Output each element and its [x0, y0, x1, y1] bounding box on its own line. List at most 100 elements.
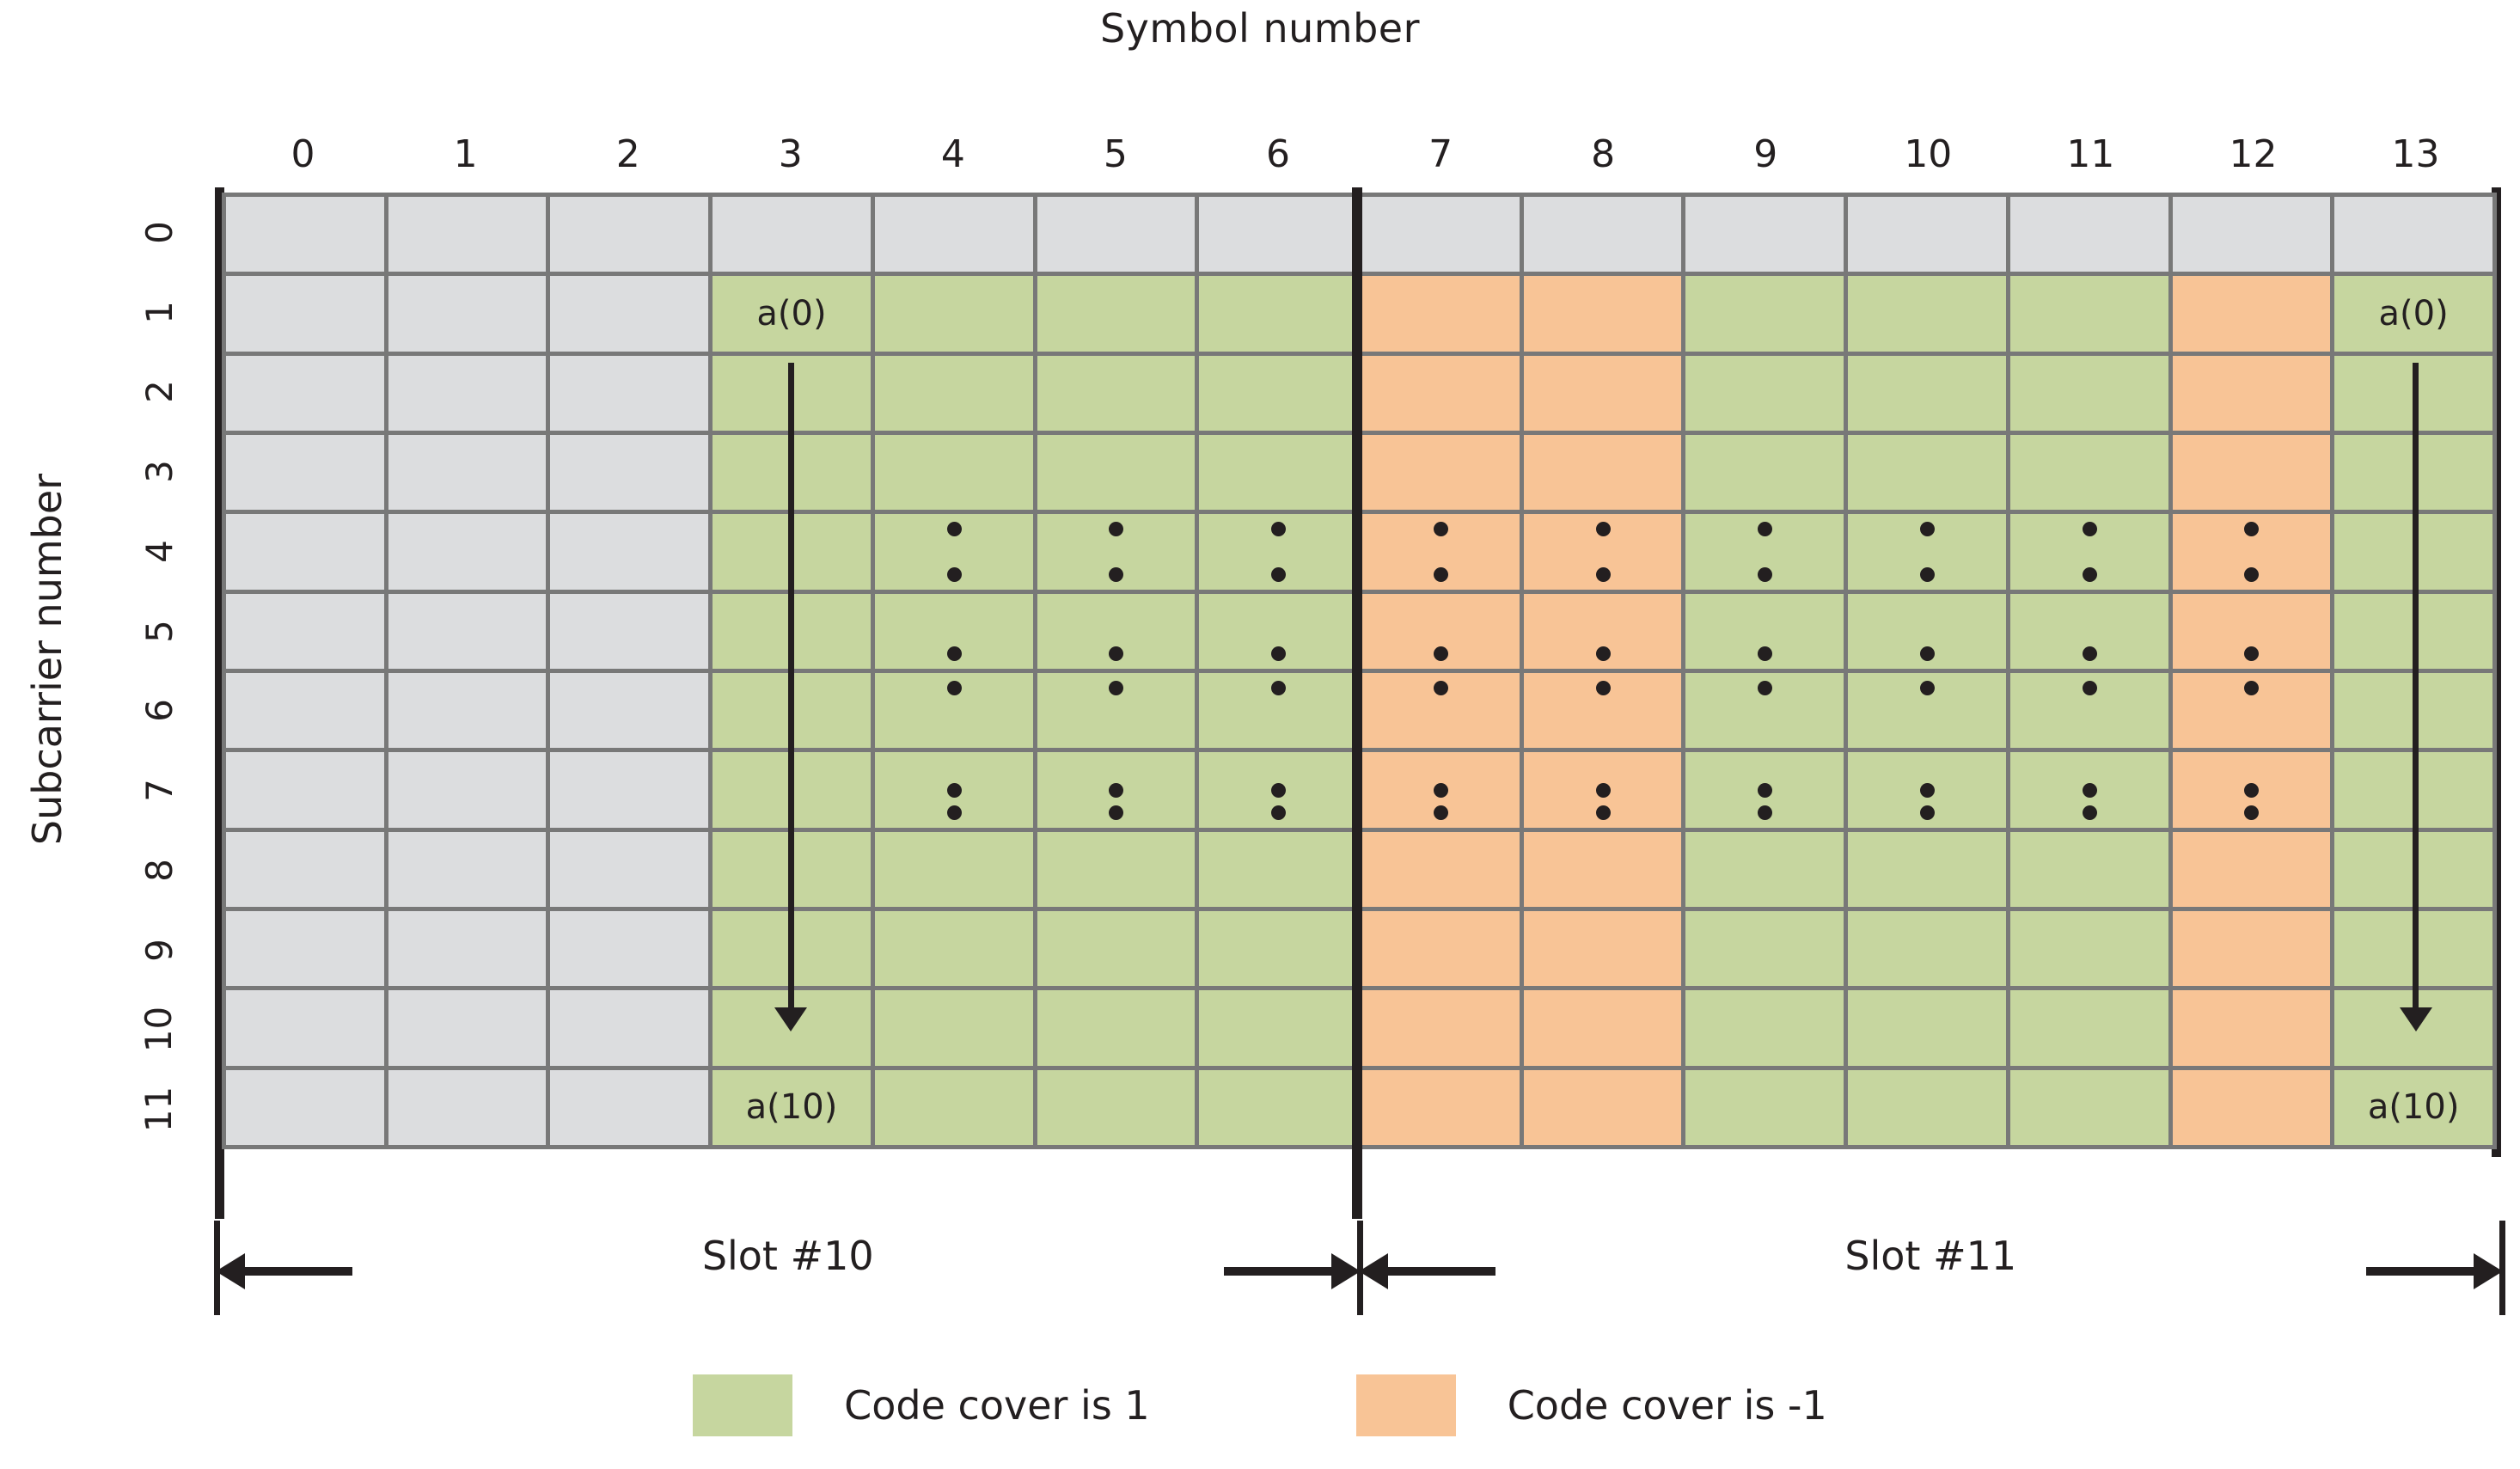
grid-cell-s2-k2 [550, 355, 709, 431]
grid-cell-s5-k3 [1037, 435, 1196, 511]
ellipsis-dot-icon [2082, 646, 2097, 661]
grid-cell-s12-k10 [2172, 990, 2331, 1066]
grid-cell-s6-k3 [1199, 435, 1357, 511]
grid-cell-s9-k10 [1685, 990, 1844, 1066]
grid-cell-s12-k0 [2172, 197, 2331, 272]
row-header-label: 3 [138, 460, 180, 483]
grid-cell-s0-k3 [226, 435, 384, 511]
grid-cell-s12-k5 [2172, 593, 2331, 669]
column-header-10: 10 [1904, 132, 1953, 176]
grid-cell-s9-k3 [1685, 435, 1844, 511]
row-header-label: 11 [138, 1086, 180, 1133]
grid-cell-s10-k2 [1848, 355, 2006, 431]
left-axis-bar [215, 187, 224, 1219]
slot-10-left-arrowhead-icon [216, 1253, 245, 1289]
row-header-10: 10 [112, 990, 206, 1070]
grid-cell-s1-k11 [388, 1069, 547, 1145]
grid-cell-s5-k7 [1037, 752, 1196, 828]
grid-cell-s1-k4 [388, 514, 547, 590]
grid-cell-s13-k1: a(0) [2334, 276, 2492, 352]
row-header-3: 3 [112, 432, 206, 511]
ellipsis-dot-icon [1919, 681, 1935, 695]
grid-cell-s12-k4 [2172, 514, 2331, 590]
ellipsis-dot-icon [1595, 566, 1611, 582]
grid-cell-s9-k5 [1685, 593, 1844, 669]
grid-cell-s0-k4 [226, 514, 384, 590]
ellipsis-dot-icon [1595, 782, 1611, 798]
slot-10-label: Slot #10 [701, 1233, 874, 1279]
grid-cell-s6-k5 [1199, 593, 1357, 669]
grid-cell-s8-k1 [1523, 276, 1682, 352]
ellipsis-dot-icon [2082, 782, 2097, 798]
ellipsis-dot-icon [946, 782, 962, 798]
ellipsis-dot-icon [1271, 522, 1287, 537]
grid-cell-s9-k0 [1685, 197, 1844, 272]
slot-11-right-rail [2366, 1267, 2495, 1276]
sequence-label-a0: a(0) [756, 293, 827, 334]
grid-cell-s10-k9 [1848, 911, 2006, 987]
row-header-0: 0 [112, 193, 206, 272]
grid-cell-s3-k1: a(0) [713, 276, 871, 352]
row-header-2: 2 [112, 352, 206, 432]
grid-cell-s0-k7 [226, 752, 384, 828]
grid-cell-s12-k1 [2172, 276, 2331, 352]
grid-cell-s2-k7 [550, 752, 709, 828]
ellipsis-dot-icon [1109, 681, 1124, 695]
row-header-label: 1 [138, 300, 180, 324]
grid-cell-s2-k10 [550, 990, 709, 1066]
ellipsis-dot-icon [1758, 782, 1773, 798]
row-header-4: 4 [112, 511, 206, 591]
grid-cell-s1-k1 [388, 276, 547, 352]
legend-label-code-cover-positive: Code cover is 1 [844, 1382, 1150, 1429]
grid-cell-s4-k4 [874, 514, 1033, 590]
ellipsis-dot-icon [1919, 782, 1935, 798]
sequence-label-a10: a(10) [745, 1087, 838, 1128]
grid-cell-s0-k9 [226, 911, 384, 987]
grid-cell-s0-k1 [226, 276, 384, 352]
ellipsis-dot-icon [1109, 646, 1124, 661]
grid-cell-s11-k1 [2009, 276, 2168, 352]
slot-divider-line [1352, 187, 1362, 1219]
ellipsis-dot-icon [1758, 805, 1773, 820]
grid-cell-s1-k6 [388, 673, 547, 749]
grid-cell-s5-k8 [1037, 831, 1196, 907]
grid-cell-s1-k3 [388, 435, 547, 511]
ellipsis-dot-icon [1271, 805, 1287, 820]
ellipsis-dot-icon [1271, 646, 1287, 661]
grid-cell-s8-k6 [1523, 673, 1682, 749]
grid-cell-s9-k4 [1685, 514, 1844, 590]
grid-cell-s10-k4 [1848, 514, 2006, 590]
grid-cell-s11-k6 [2009, 673, 2168, 749]
grid-cell-s4-k8 [874, 831, 1033, 907]
ellipsis-dot-icon [2244, 805, 2260, 820]
grid-cell-s11-k0 [2009, 197, 2168, 272]
grid-cell-s4-k9 [874, 911, 1033, 987]
column-header-11: 11 [2066, 132, 2115, 176]
column-header-0: 0 [291, 132, 315, 176]
grid-cell-s10-k0 [1848, 197, 2006, 272]
grid-cell-s2-k3 [550, 435, 709, 511]
ellipsis-dot-icon [2244, 681, 2260, 695]
grid-cell-s7-k4 [1361, 514, 1520, 590]
grid-cell-s4-k10 [874, 990, 1033, 1066]
row-header-9: 9 [112, 910, 206, 990]
grid-cell-s12-k11 [2172, 1069, 2331, 1145]
ellipsis-dot-icon [2082, 566, 2097, 582]
grid-cell-s12-k2 [2172, 355, 2331, 431]
ellipsis-dot-icon [1433, 805, 1448, 820]
ellipsis-dot-icon [1109, 805, 1124, 820]
grid-cell-s6-k9 [1199, 911, 1357, 987]
grid-cell-s1-k10 [388, 990, 547, 1066]
ellipsis-dot-icon [1433, 782, 1448, 798]
ellipsis-dot-icon [1758, 681, 1773, 695]
grid-cell-s8-k7 [1523, 752, 1682, 828]
grid-cell-s8-k3 [1523, 435, 1682, 511]
grid-cell-s1-k2 [388, 355, 547, 431]
grid-cell-s6-k2 [1199, 355, 1357, 431]
grid-cell-s6-k11 [1199, 1069, 1357, 1145]
grid-cell-s10-k6 [1848, 673, 2006, 749]
grid-cell-s0-k8 [226, 831, 384, 907]
ellipsis-dot-icon [1919, 522, 1935, 537]
grid-cell-s12-k3 [2172, 435, 2331, 511]
